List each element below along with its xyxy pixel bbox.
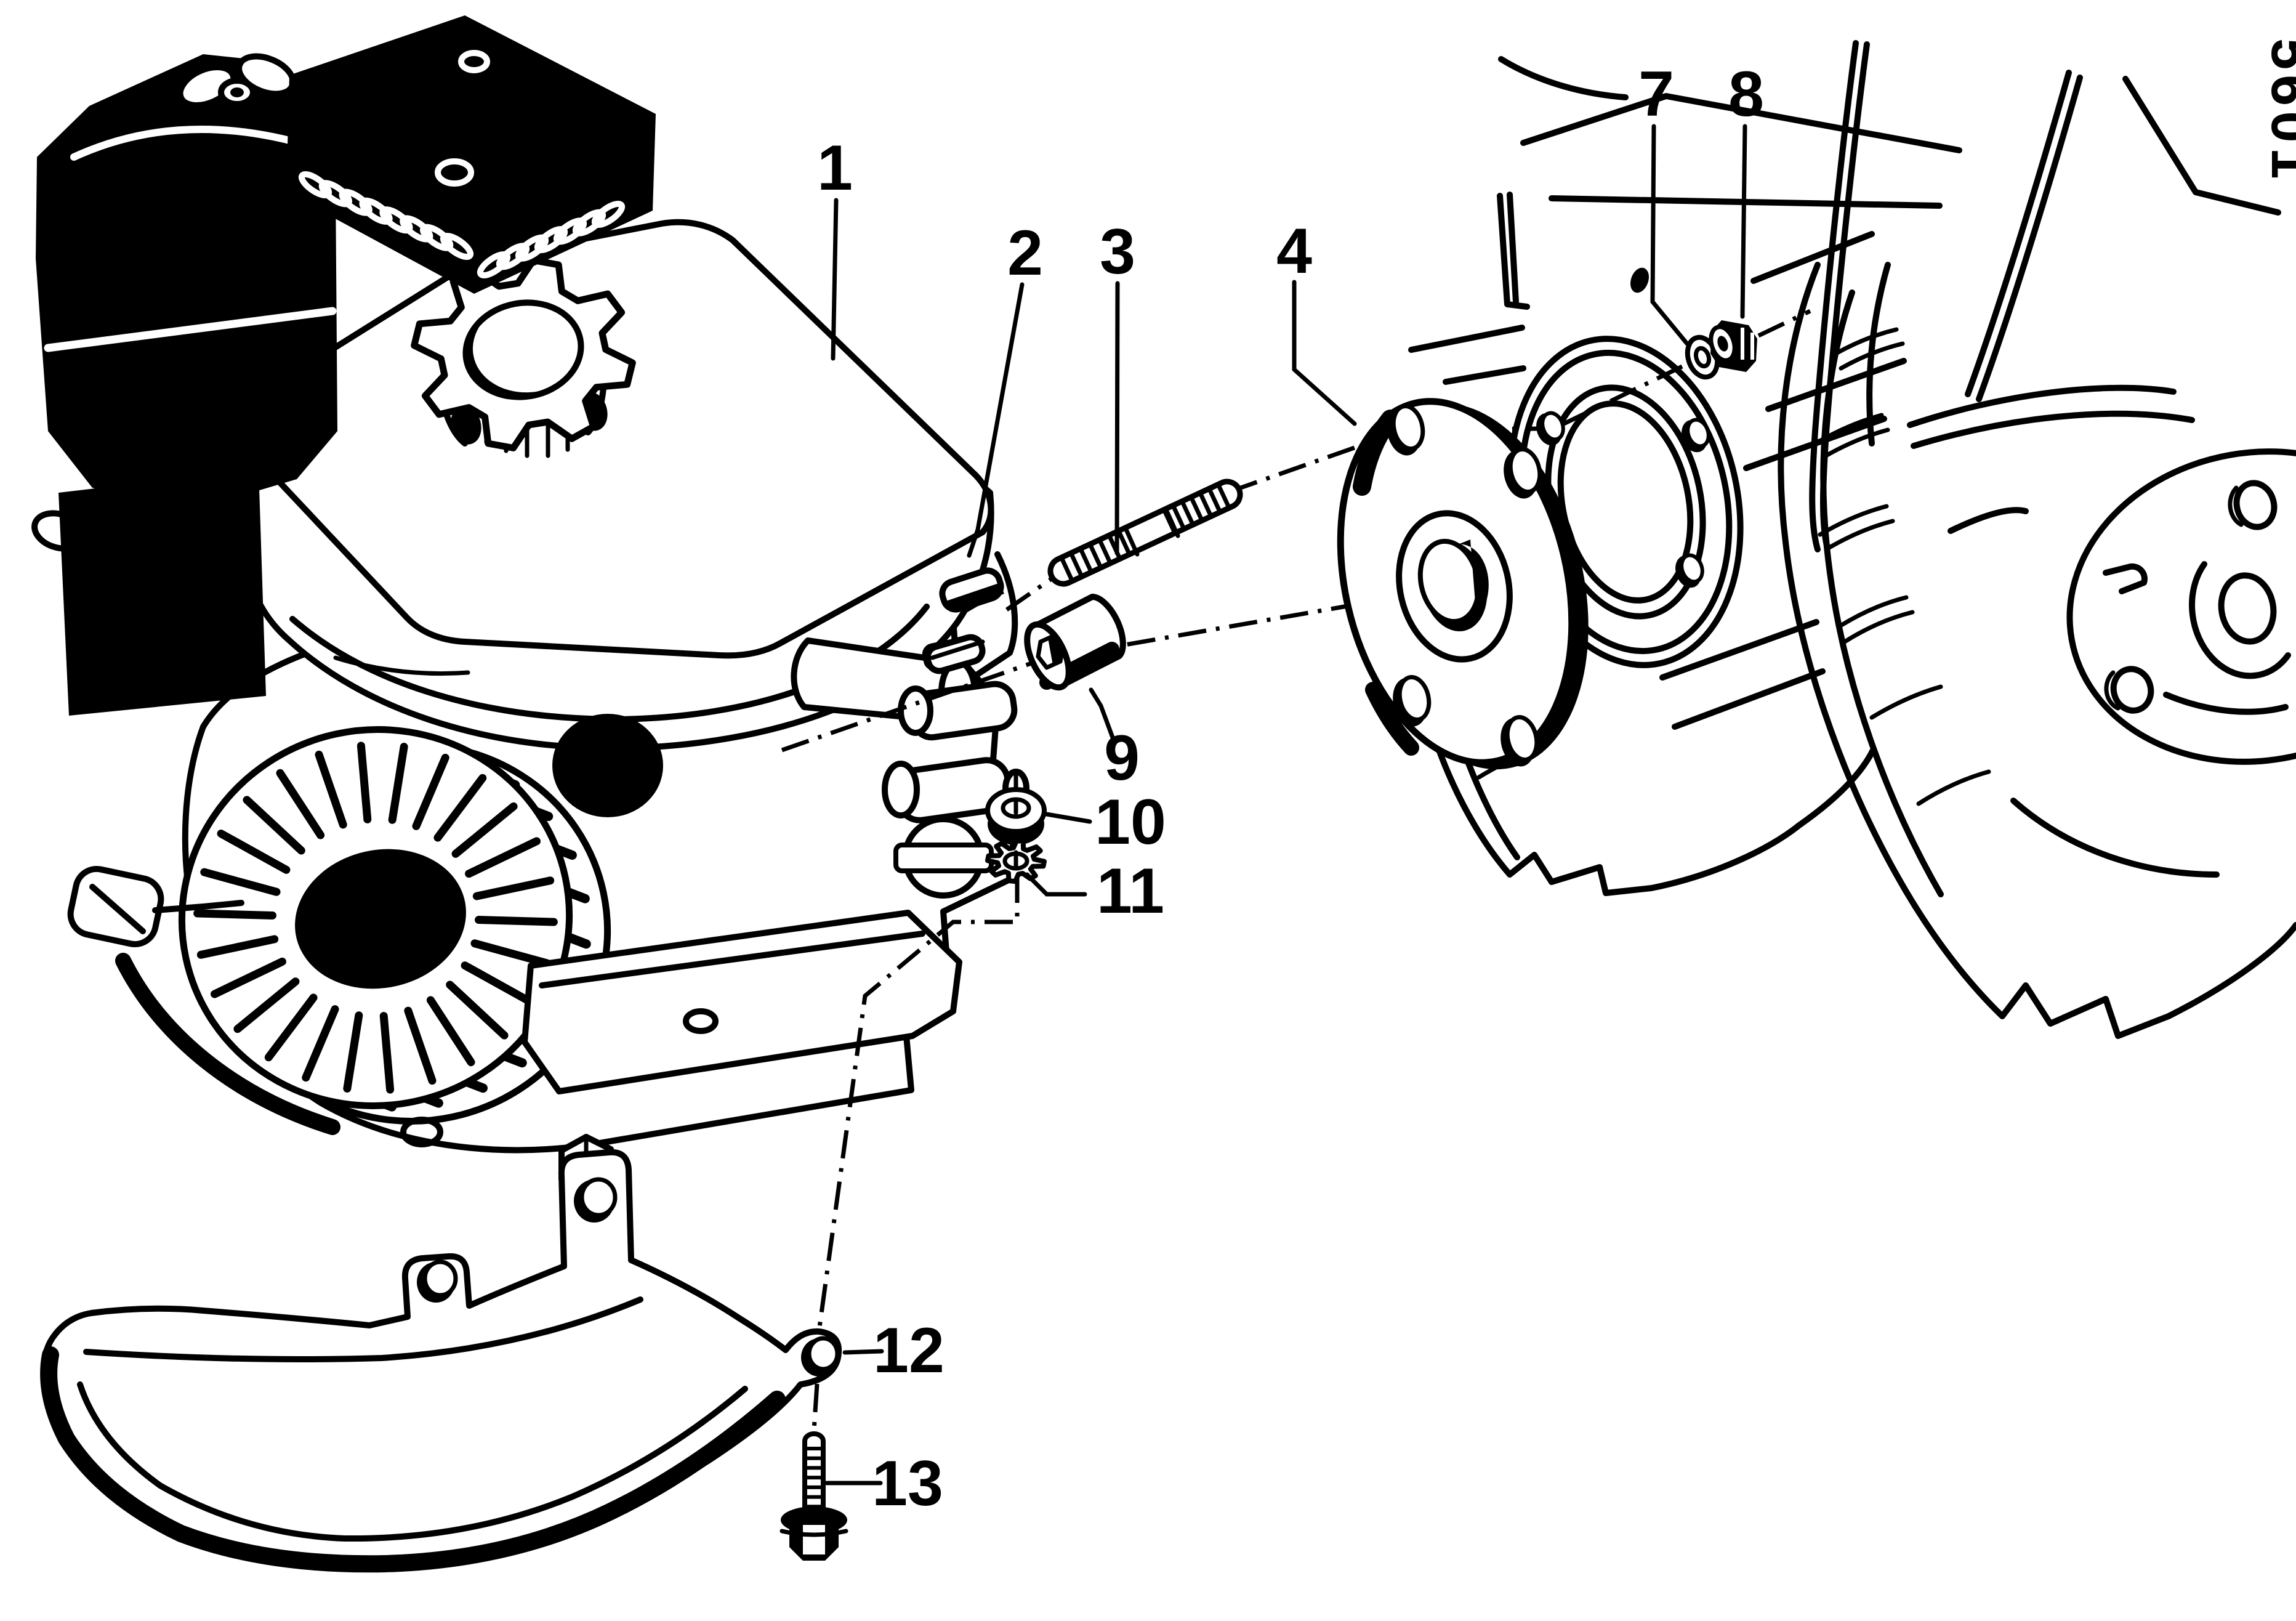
crankcase-port [552, 714, 663, 817]
spacer-sleeve [1024, 594, 1126, 691]
right-wheel [1778, 262, 2296, 1039]
part-label-9: 9 [1104, 722, 1140, 794]
leader-line-3 [1114, 281, 1120, 556]
starter-radial-slats [193, 742, 558, 1094]
leader-line-8 [1740, 124, 1747, 319]
stud-thread-left [1060, 530, 1132, 583]
hex-nut-8 [1709, 320, 1757, 372]
fuel-cap [411, 257, 636, 458]
part-label-13: 13 [872, 1448, 943, 1519]
callouts: 1 2 3 4 7 8 9 10 11 12 13 [817, 59, 1764, 1519]
leader-line-7 [1650, 124, 1690, 346]
leader-line-10 [1044, 812, 1092, 824]
leader-line-2 [967, 282, 1025, 558]
hex-bolt-13 [779, 1431, 848, 1561]
part-label-7: 7 [1638, 59, 1674, 130]
starter-grip [67, 865, 244, 948]
bracket-holes [417, 1177, 840, 1376]
wheel-disc [2066, 448, 2296, 765]
air-cleaner-slots-right [477, 200, 626, 279]
part-label-4: 4 [1276, 216, 1312, 287]
tire-valve [1630, 267, 1649, 293]
recoil-starter [67, 726, 611, 1125]
woodruff-keys [924, 567, 1004, 674]
star-lock-washer [985, 838, 1047, 884]
flange-coupling [1337, 398, 1589, 770]
part-label-3: 3 [1100, 216, 1135, 288]
air-cleaner [286, 15, 656, 294]
stud-bolt [1047, 479, 1243, 587]
transport-bracket [40, 1149, 842, 1573]
leader-line-4 [1292, 280, 1357, 426]
leader-line-12 [842, 1349, 884, 1355]
fuel-cap-gear-edge [411, 257, 636, 451]
air-cleaner-slots-left [298, 171, 474, 261]
engine-illustration [31, 15, 1029, 1194]
leader-line-9 [1089, 687, 1116, 742]
part-label-2: 2 [1007, 217, 1043, 289]
drawing-number: 5601 [2260, 38, 2296, 184]
part-label-8: 8 [1728, 59, 1764, 130]
flange-bolt-holes [1387, 404, 1542, 767]
part-label-1: 1 [817, 132, 853, 204]
leader-line-1 [831, 198, 839, 361]
flat-washer [985, 787, 1047, 845]
oil-plug [893, 816, 994, 899]
leader-line-11 [1025, 872, 1087, 897]
muffler [31, 53, 350, 716]
part-label-11: 11 [1097, 855, 1164, 927]
part-label-12: 12 [873, 1315, 945, 1386]
part-label-10: 10 [1095, 786, 1166, 858]
